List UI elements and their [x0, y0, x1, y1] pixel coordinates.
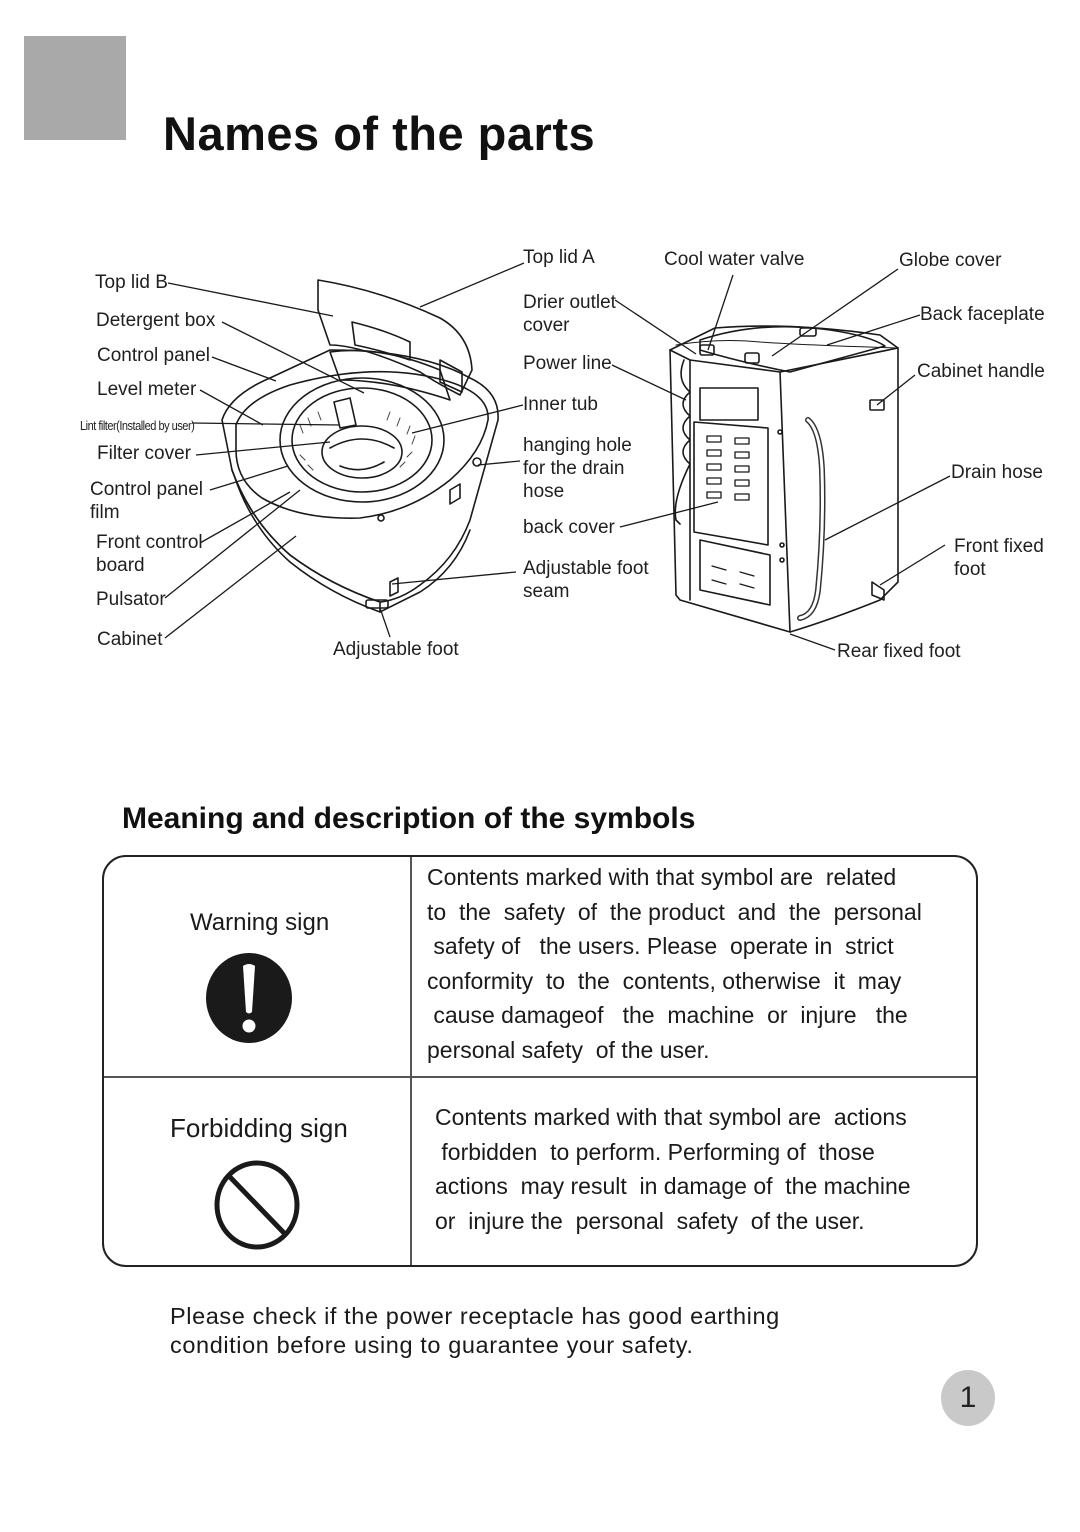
label-power-line: Power line	[523, 353, 612, 374]
warning-desc-line: to the safety of the product and the per…	[427, 898, 922, 925]
forbidding-desc-line: or injure the personal safety of the use…	[435, 1207, 865, 1234]
table-divider-vertical	[410, 857, 412, 1265]
label-top-lid-a: Top lid A	[523, 247, 595, 268]
parts-diagram: Top lid B Detergent box Control panel Le…	[0, 230, 1080, 680]
label-front-control-board: Front control board	[96, 532, 203, 576]
front-washer-drawing	[221, 279, 499, 613]
label-cabinet: Cabinet	[97, 629, 163, 650]
label-globe-cover: Globe cover	[899, 250, 1002, 271]
label-cabinet-handle: Cabinet handle	[917, 361, 1045, 382]
label-front-fixed-foot: Front fixed foot	[954, 536, 1044, 580]
warning-desc-line: Contents marked with that symbol are rel…	[427, 864, 897, 890]
symbols-table: Warning sign Contents marked with that s…	[102, 855, 978, 1267]
warning-desc-line: safety of the users. Please operate in s…	[427, 933, 894, 959]
label-top-lid-b: Top lid B	[95, 272, 168, 293]
leader-lines	[164, 262, 951, 651]
label-adjustable-foot-seam: Adjustable foot seam	[523, 558, 649, 602]
forbidding-description: Contents marked with that symbol are act…	[435, 1100, 911, 1238]
prohibition-circle-icon	[214, 1160, 300, 1250]
warning-sign-label: Warning sign	[190, 909, 330, 936]
note-line: Please check if the power receptacle has…	[170, 1303, 780, 1329]
page-number: 1	[941, 1370, 995, 1426]
forbidding-desc-line: actions may result in damage of the mach…	[435, 1173, 911, 1199]
table-divider-horizontal	[104, 1076, 976, 1078]
label-hanging-hole: hanging hole for the drain hose	[523, 435, 632, 502]
label-detergent-box: Detergent box	[96, 310, 216, 331]
section-title: Meaning and description of the symbols	[122, 802, 696, 835]
forbidding-desc-line: Contents marked with that symbol are act…	[435, 1104, 907, 1130]
label-pulsator: Pulsator	[96, 589, 166, 610]
label-adjustable-foot: Adjustable foot	[333, 639, 459, 660]
note-line: condition before using to guarantee your…	[170, 1332, 694, 1358]
label-cool-water-valve: Cool water valve	[664, 249, 805, 270]
label-drain-hose: Drain hose	[951, 462, 1043, 483]
label-rear-fixed-foot: Rear fixed foot	[837, 641, 961, 662]
label-back-cover: back cover	[523, 517, 615, 538]
rear-washer-drawing	[669, 325, 899, 633]
exclamation-circle-icon	[206, 953, 292, 1043]
forbidding-desc-line: forbidden to perform. Performing of thos…	[435, 1138, 875, 1165]
warning-desc-line: personal safety of the user.	[427, 1036, 710, 1063]
label-control-panel-film: Control panel film	[90, 479, 204, 523]
label-back-faceplate: Back faceplate	[920, 304, 1045, 325]
corner-gray-block	[24, 36, 126, 140]
label-lint-filter: Lint filter(Installed by user)	[80, 418, 195, 433]
label-inner-tub: Inner tub	[523, 394, 598, 415]
label-control-panel: Control panel	[97, 345, 211, 366]
forbidding-sign-label: Forbidding sign	[170, 1113, 348, 1143]
page-title: Names of the parts	[163, 107, 596, 160]
washer-illustration	[164, 262, 951, 651]
warning-description: Contents marked with that symbol are rel…	[427, 860, 922, 1067]
earthing-safety-note: Please check if the power receptacle has…	[170, 1302, 780, 1360]
warning-desc-line: conformity to the contents, otherwise it…	[427, 967, 902, 994]
label-filter-cover: Filter cover	[97, 443, 191, 464]
label-level-meter: Level meter	[97, 379, 197, 400]
label-drier-outlet-cover: Drier outlet cover	[523, 292, 616, 336]
warning-desc-line: cause damageof the machine or injure the	[427, 1002, 908, 1028]
